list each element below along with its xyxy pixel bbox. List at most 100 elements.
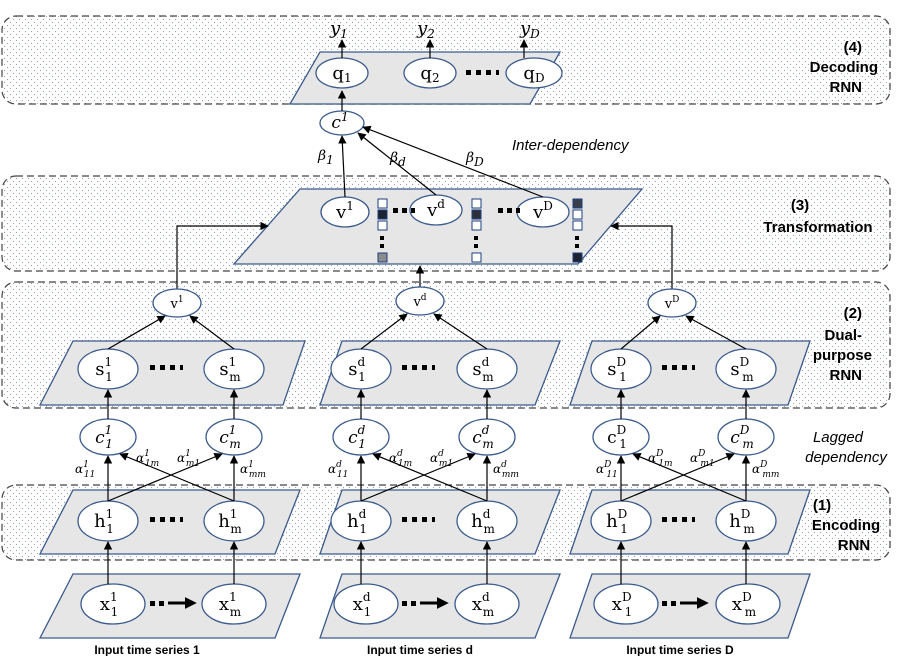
svg-text:v1: v1	[335, 199, 354, 223]
svg-text:sdm: sdm	[472, 355, 494, 384]
transform-node-vd: vd	[409, 194, 463, 226]
transform-node-vD: vD	[516, 196, 570, 228]
arrow-hm-c1-d	[372, 452, 488, 502]
svg-text:s1m: s1m	[219, 355, 241, 384]
svg-text:s11: s11	[95, 355, 113, 384]
svg-text:hDm: hDm	[729, 507, 755, 536]
caption-series-D: Input time series D	[626, 643, 734, 656]
svg-text:cdm: cdm	[472, 423, 494, 451]
beta-1-label: β1	[317, 148, 334, 167]
svg-text:vD: vD	[664, 295, 680, 312]
arrow-h1-cm	[107, 452, 223, 502]
arrow-v1-transformation	[176, 221, 269, 292]
svg-text:(2): (2)	[844, 305, 862, 322]
svg-text:sD1: sD1	[607, 355, 627, 384]
encoding-ellipsis-D	[662, 517, 695, 522]
svg-text:h1m: h1m	[218, 507, 242, 536]
arrow-sm-vd	[433, 313, 488, 350]
arrow-h1-cm-d	[360, 452, 476, 502]
arrow-vd-context	[357, 132, 437, 196]
beta-D-label: βD	[465, 150, 484, 169]
arrow-s1-vD	[620, 315, 661, 350]
beta-d-label: βd	[389, 150, 406, 169]
arrow-v1-context	[338, 135, 347, 198]
svg-text:(1): (1)	[813, 497, 831, 514]
svg-text:sDm: sDm	[730, 355, 754, 384]
svg-text:sd1: sd1	[348, 355, 366, 384]
dual-ellipsis-1	[150, 365, 183, 370]
lagged-dependency-label: Lagged dependency	[805, 429, 888, 466]
input-dots-d	[402, 601, 416, 606]
arrow-vD-context	[362, 125, 544, 198]
decoder-node-q2: q2	[403, 57, 457, 89]
svg-text:Dual-: Dual-	[825, 327, 863, 344]
arrow-sm-vD	[685, 315, 747, 350]
svg-text:(3): (3)	[791, 197, 809, 214]
svg-text:qD: qD	[523, 63, 544, 85]
arrow-sm-v1	[189, 315, 235, 350]
svg-text:xd1: xd1	[353, 590, 371, 619]
svg-text:cd1: cd1	[348, 423, 366, 451]
node-v-d: vd	[395, 286, 445, 316]
svg-text:xD1: xD1	[612, 590, 632, 619]
vector-stack-d	[471, 198, 482, 263]
svg-text:xdm: xdm	[472, 590, 495, 619]
svg-text:Decoding: Decoding	[810, 59, 878, 76]
svg-text:(4): (4)	[844, 39, 862, 56]
svg-text:xDm: xDm	[732, 590, 757, 619]
dual-ellipsis-d	[402, 365, 435, 370]
svg-text:c1m: c1m	[219, 423, 241, 451]
output-y2: y2	[416, 18, 435, 41]
svg-text:RNN: RNN	[830, 79, 863, 96]
transform-node-v1: v1	[320, 196, 370, 228]
output-y1: y1	[329, 18, 348, 41]
input-dots-1	[150, 601, 164, 606]
transformation-title: (3) Transformation	[763, 197, 872, 236]
svg-text:dependency: dependency	[805, 449, 888, 466]
dual-purpose-title: (2) Dual- purpose RNN	[813, 305, 872, 384]
arrow-hm-c1-D	[632, 453, 747, 502]
svg-text:x11: x11	[100, 590, 118, 619]
svg-text:vD: vD	[532, 199, 553, 223]
svg-text:vd: vd	[426, 197, 445, 221]
input-dots-D	[662, 601, 676, 606]
svg-text:v1: v1	[169, 295, 183, 312]
svg-text:h11: h11	[94, 507, 114, 536]
encoding-title: (1) Encoding RNN	[812, 497, 880, 554]
arrow-hm-c1	[119, 452, 235, 502]
svg-text:RNN: RNN	[838, 537, 871, 554]
svg-text:x1m: x1m	[219, 590, 242, 619]
svg-text:hD1: hD1	[606, 507, 628, 536]
transform-ellipsis-1	[393, 208, 415, 213]
decoder-ellipsis	[466, 70, 499, 75]
svg-text:vd: vd	[412, 293, 426, 310]
